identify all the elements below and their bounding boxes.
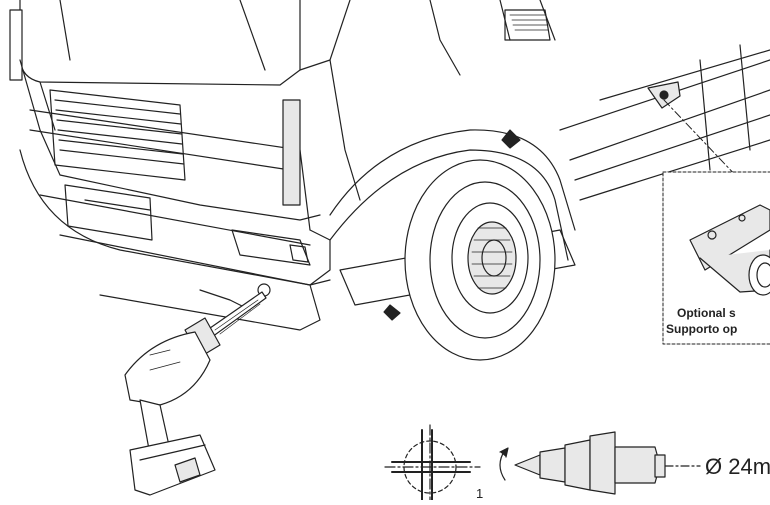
- wheel-assembly: [329, 129, 576, 361]
- truck-cab: [9, 0, 361, 266]
- camera-mount: [647, 81, 681, 109]
- step-drill-detail: [384, 424, 701, 501]
- power-drill-icon: [124, 291, 267, 496]
- headlight: [231, 229, 311, 266]
- callout-label-line2: Supporto op: [666, 322, 738, 336]
- mount-point-icon: [501, 129, 521, 149]
- callout-label-line1: Optional s: [677, 306, 736, 320]
- diameter-label: Ø 24m: [705, 454, 770, 479]
- optional-support-callout: [662, 171, 770, 345]
- grille: [49, 89, 186, 181]
- mount-point-icon: [383, 304, 401, 321]
- chassis-side: [429, 0, 770, 201]
- step-number: 1: [476, 486, 484, 501]
- bumper: [19, 149, 331, 331]
